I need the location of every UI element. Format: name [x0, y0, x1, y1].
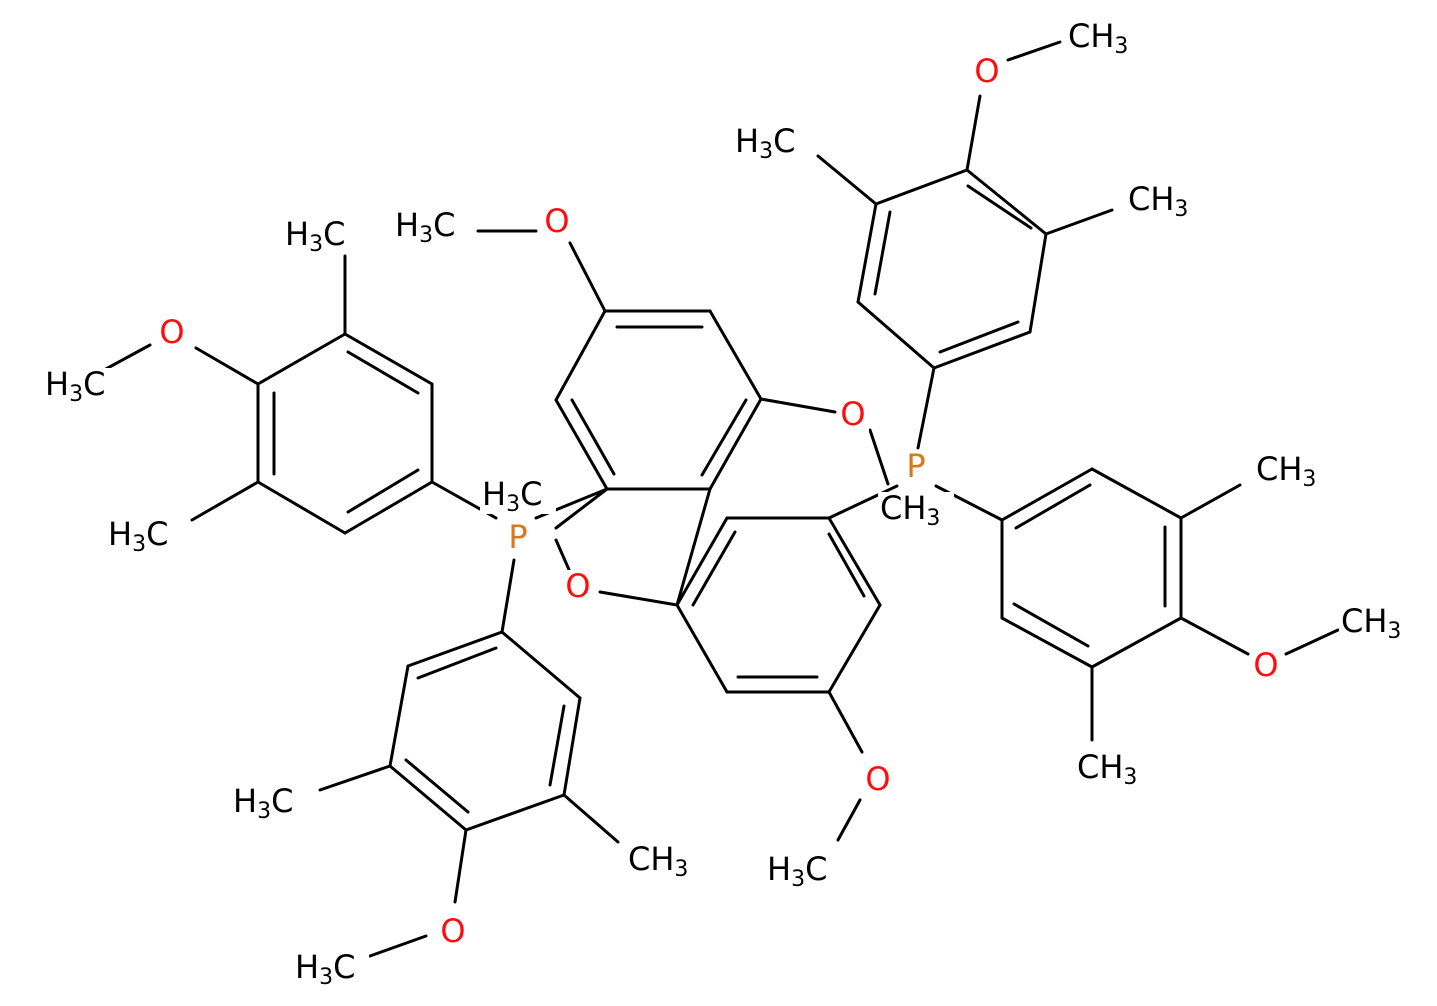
methyl-label: H3C	[295, 948, 355, 990]
methyl-label: CH3	[1077, 748, 1137, 790]
oxygen-atom: O	[840, 395, 865, 433]
methyl-label: CH3	[628, 840, 688, 882]
oxygen-atom: O	[440, 912, 465, 950]
methyl-label: H3C	[395, 206, 455, 248]
methyl-label: H3C	[285, 215, 345, 257]
oxygen-atom: O	[974, 52, 999, 90]
oxygen-atom: O	[865, 760, 890, 798]
oxygen-atom: O	[159, 313, 184, 351]
oxygen-atom: O	[544, 202, 569, 240]
methyl-label: H3C	[108, 515, 168, 557]
methyl-label: CH3	[1068, 17, 1128, 59]
methyl-label: H3C	[45, 365, 105, 407]
methyl-label: H3C	[482, 475, 542, 517]
methyl-label: CH3	[1341, 602, 1401, 644]
methyl-label: H3C	[233, 782, 293, 824]
phosphorus-atom: P	[906, 447, 925, 485]
methyl-label: H3C	[735, 122, 795, 164]
bond-layer	[102, 40, 1340, 958]
oxygen-atom: O	[1253, 646, 1278, 684]
methyl-label: CH3	[880, 489, 940, 531]
phosphorus-atom: P	[508, 518, 527, 556]
methyl-label: H3C	[767, 850, 827, 892]
atom-label-layer: H3CH3CH3CH3CH3CH3CH3CH3CH3CCH3CH3CH3CH3C…	[43, 17, 1415, 990]
methyl-label: CH3	[1256, 450, 1316, 492]
oxygen-atom: O	[565, 567, 590, 605]
methyl-label: CH3	[1128, 180, 1188, 222]
